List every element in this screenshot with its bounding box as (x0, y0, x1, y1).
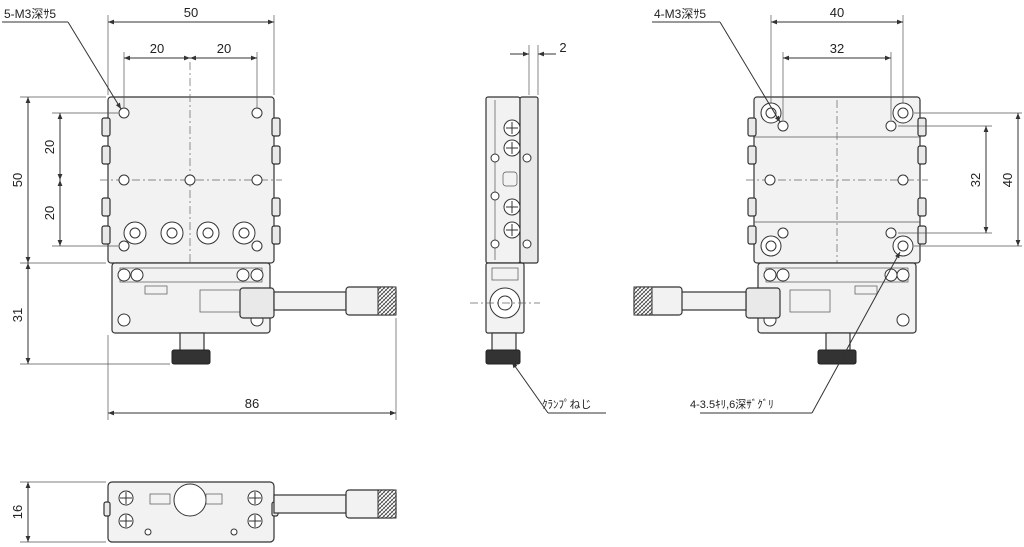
tapped-hole (118, 107, 130, 119)
bottom-view (103, 481, 397, 543)
dim-front-vpitch-top: 20 (42, 140, 57, 154)
dim-front-pitch-left: 20 (150, 41, 164, 56)
dim-bottom-height: 16 (10, 505, 25, 519)
dim-front-lower: 31 (10, 308, 25, 322)
tapped-hole (184, 174, 196, 186)
front-dimensions: 50 20 20 50 20 20 31 86 5-M3深ｻ5 (2, 5, 397, 420)
front-shaft (273, 291, 347, 311)
screw-row (123, 221, 256, 245)
dim-front-total: 86 (245, 396, 259, 411)
label-back-holes: 4-M3深ｻ5 (654, 7, 706, 21)
tapped-hole (251, 174, 263, 186)
back-view (633, 96, 928, 365)
label-front-holes: 5-M3深ｻ5 (4, 7, 56, 21)
label-counterbore: 4-3.5ｷﾘ,6深ｻﾞｸﾞﾘ (690, 398, 774, 411)
tapped-hole (251, 107, 263, 119)
label-clamp-screw: ｸﾗﾝﾌﾟねじ (542, 398, 592, 411)
bottom-dimensions: 16 (10, 481, 106, 543)
front-view (100, 62, 397, 365)
side-view (470, 96, 540, 365)
dim-front-width: 50 (184, 5, 198, 20)
dim-back-height: 40 (1000, 173, 1015, 187)
dim-back-width: 40 (830, 5, 844, 20)
dim-side-thick: 2 (559, 40, 566, 55)
dim-front-vpitch-bottom: 20 (42, 206, 57, 220)
clamp-screw-head (171, 349, 211, 365)
dim-front-pitch-right: 20 (217, 41, 231, 56)
dim-back-vpitch: 32 (968, 173, 983, 187)
tapped-hole (118, 174, 130, 186)
side-dimensions: 2 ｸﾗﾝﾌﾟねじ (510, 40, 606, 414)
dim-back-pitch: 32 (830, 41, 844, 56)
back-dimensions: 40 32 32 40 4-M3深ｻ5 4-3.5ｷﾘ,6深ｻﾞｸﾞﾘ (652, 5, 1022, 414)
dim-front-height: 50 (10, 173, 25, 187)
